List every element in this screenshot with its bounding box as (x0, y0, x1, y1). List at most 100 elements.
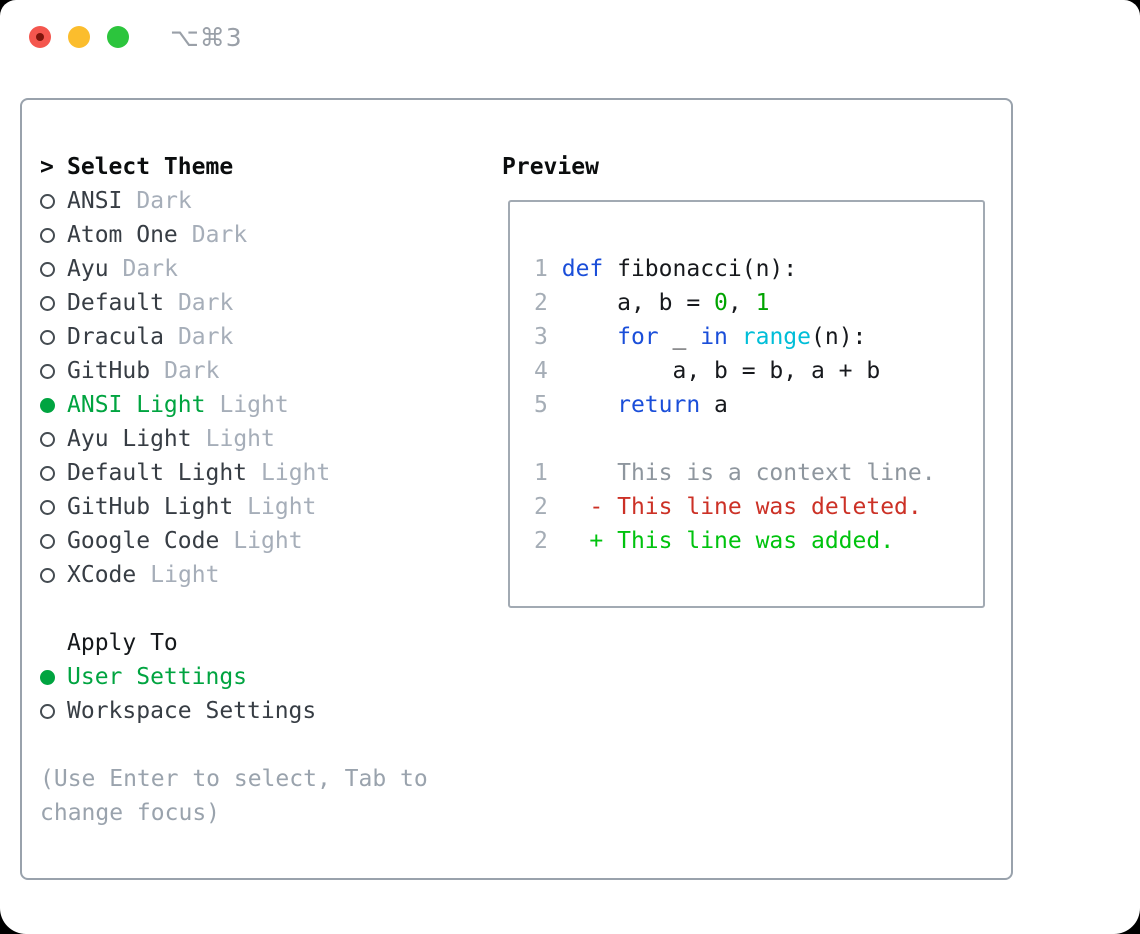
theme-option-label: Default (67, 290, 164, 316)
theme-variant-label: Dark (191, 222, 248, 248)
zoom-button[interactable] (107, 26, 129, 48)
theme-option-label: Ayu (67, 256, 109, 282)
titlebar: ⌥⌘3 (29, 23, 243, 52)
theme-option-default-light[interactable]: Default Light Light (40, 456, 470, 490)
close-button[interactable] (29, 26, 51, 48)
code-line: 5 return a (534, 388, 983, 422)
apply-to-title: Apply To (67, 630, 178, 656)
theme-variant-label: Dark (164, 358, 220, 384)
code-token-added: + This line was added. (561, 528, 895, 554)
radio-icon (40, 703, 55, 719)
apply-option-user-settings[interactable]: User Settings (40, 660, 470, 694)
theme-option-xcode[interactable]: XCode Light (40, 558, 470, 592)
radio-icon (40, 533, 55, 549)
theme-variant-label: Light (261, 460, 331, 486)
select-theme-header: > Select Theme (40, 150, 470, 184)
theme-option-label: Google Code (67, 528, 220, 554)
code-token-keyword: return (617, 392, 701, 418)
code-line: 1 def fibonacci(n): (534, 252, 983, 286)
code-line: 3 for _ in range(n): (534, 320, 983, 354)
preview-title: Preview (502, 154, 599, 180)
apply-option-workspace-settings[interactable]: Workspace Settings (40, 694, 470, 728)
diff-line: 1 This is a context line. (534, 456, 983, 490)
radio-icon (40, 465, 55, 481)
code-token-deleted: - This line was deleted. (561, 494, 922, 520)
code-token-keyword: in (700, 324, 728, 350)
keyboard-hint: (Use Enter to select, Tab to change focu… (40, 766, 428, 826)
theme-option-dracula[interactable]: Dracula Dark (40, 320, 470, 354)
theme-variant-label: Light (150, 562, 220, 588)
line-number: 2 (534, 528, 548, 554)
theme-variant-label: Dark (177, 290, 234, 316)
code-line: 4 a, b = b, a + b (534, 354, 983, 388)
theme-variant-label: Light (205, 426, 275, 452)
theme-option-atom-one[interactable]: Atom One Dark (40, 218, 470, 252)
theme-variant-label: Dark (136, 188, 192, 214)
code-token-plain: , (727, 290, 756, 316)
line-number: 2 (534, 494, 548, 520)
window-shortcut-label: ⌥⌘3 (170, 22, 243, 52)
radio-icon (40, 431, 55, 447)
code-token-plain: a (700, 392, 728, 418)
theme-option-label: GitHub (67, 358, 151, 384)
close-button-dot (36, 33, 44, 41)
apply-option-label: Workspace Settings (67, 698, 317, 724)
code-token-plain: _ (658, 324, 701, 350)
theme-option-google-code[interactable]: Google Code Light (40, 524, 470, 558)
line-number: 3 (534, 324, 548, 350)
code-token-plain (562, 324, 617, 350)
diff-line: 2 - This line was deleted. (534, 490, 983, 524)
diff-line: 2 + This line was added. (534, 524, 983, 558)
theme-variant-label: Light (233, 528, 303, 554)
line-number: 4 (534, 358, 548, 384)
theme-option-label: ANSI Light (67, 392, 206, 418)
theme-option-ayu[interactable]: Ayu Dark (40, 252, 470, 286)
code-token-keyword: def (561, 256, 604, 282)
theme-option-label: Ayu Light (67, 426, 192, 452)
radio-icon (40, 363, 55, 379)
theme-variant-label: Dark (177, 324, 234, 350)
radio-icon (40, 329, 55, 345)
code-line: 2 a, b = 0, 1 (534, 286, 983, 320)
theme-option-ayu-light[interactable]: Ayu Light Light (40, 422, 470, 456)
code-token-builtin: range (741, 324, 812, 350)
theme-option-label: Dracula (67, 324, 164, 350)
apply-option-label: User Settings (67, 664, 248, 690)
line-number: 1 (534, 460, 548, 486)
theme-option-label: Default Light (67, 460, 248, 486)
cursor-prompt-icon: > (40, 154, 54, 180)
theme-option-ansi-light[interactable]: ANSI Light Light (40, 388, 470, 422)
radio-icon (40, 295, 55, 311)
theme-option-label: Atom One (67, 222, 178, 248)
theme-variant-label: Light (219, 392, 289, 418)
theme-option-default[interactable]: Default Dark (40, 286, 470, 320)
minimize-button[interactable] (68, 26, 90, 48)
theme-variant-label: Dark (122, 256, 178, 282)
code-token-plain (728, 324, 742, 350)
code-token-number: 1 (755, 290, 770, 316)
radio-icon (40, 261, 55, 277)
theme-option-label: GitHub Light (67, 494, 234, 520)
radio-selected-icon (40, 669, 55, 685)
theme-option-github[interactable]: GitHub Dark (40, 354, 470, 388)
select-theme-title: Select Theme (67, 154, 234, 180)
code-token-plain: a, b = b, a + b (561, 358, 881, 384)
radio-selected-icon (40, 397, 55, 413)
code-token-keyword: for (617, 324, 659, 350)
theme-option-label: XCode (67, 562, 137, 588)
code-token-plain: (n): (811, 324, 867, 350)
code-token-plain: fibonacci(n): (603, 256, 798, 282)
line-number: 5 (534, 392, 548, 418)
code-token-plain (562, 392, 617, 418)
radio-icon (40, 499, 55, 515)
radio-icon (40, 193, 55, 209)
